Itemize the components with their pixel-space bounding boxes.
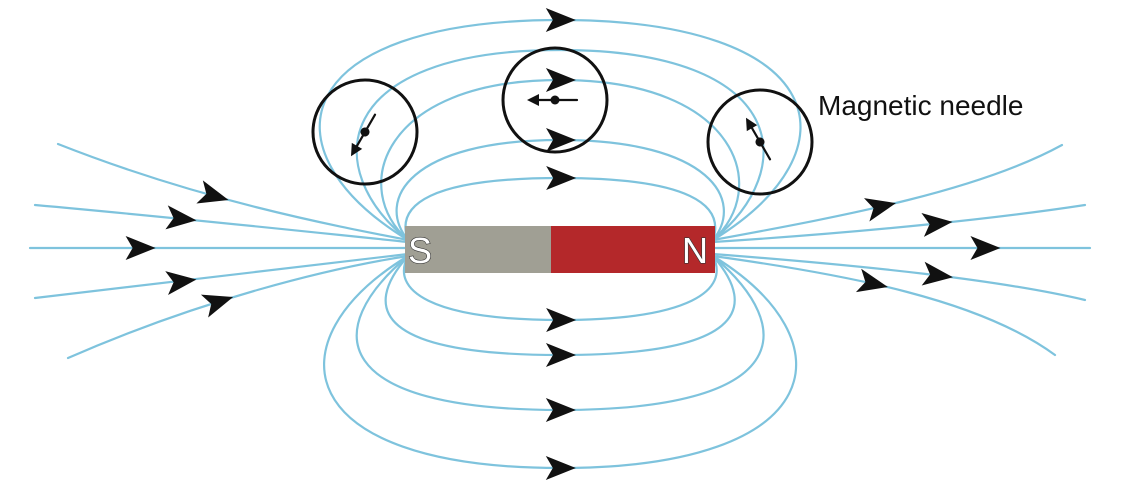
field-line-top-3	[380, 78, 741, 242]
field-lines	[28, 18, 1092, 470]
needle-circle-middle	[501, 46, 609, 154]
compass-needles	[311, 46, 814, 196]
bar-magnet: S N	[405, 226, 715, 273]
field-line-left-1	[56, 142, 410, 242]
field-arrow-icon	[546, 127, 577, 152]
north-pole-label: N	[682, 230, 708, 271]
field-line-left-2	[33, 203, 410, 244]
north-pole	[551, 226, 715, 273]
field-line-right-2	[711, 203, 1087, 244]
magnetic-needle-right	[706, 88, 814, 196]
magnetic-needle-label: Magnetic needle	[818, 90, 1023, 121]
field-arrow-icon	[165, 205, 197, 230]
needle-arrow-icon	[527, 94, 539, 106]
field-line-left-4	[33, 252, 410, 300]
field-arrow-icon	[921, 213, 953, 237]
magnetic-needle-left	[311, 78, 419, 186]
field-line-bottom-4	[323, 254, 798, 470]
field-arrows	[125, 8, 1001, 481]
field-arrow-icon	[855, 268, 888, 293]
field-arrow-icon	[970, 236, 1001, 260]
field-arrow-icon	[545, 68, 576, 93]
field-arrow-icon	[921, 261, 953, 286]
field-arrow-icon	[545, 397, 576, 422]
field-arrow-icon	[545, 342, 576, 367]
south-pole	[405, 226, 551, 273]
field-arrow-icon	[546, 308, 577, 333]
field-arrow-icon	[546, 165, 577, 190]
field-line-left-5	[66, 254, 410, 360]
needle-arrow-icon	[351, 142, 363, 157]
magnetic-needle-middle	[501, 46, 609, 154]
field-arrow-icon	[125, 236, 156, 260]
needle-circle-left	[311, 78, 419, 186]
field-arrow-icon	[165, 271, 197, 295]
field-arrow-icon	[545, 8, 576, 33]
field-line-top-2	[355, 48, 765, 242]
field-line-right-4	[711, 252, 1087, 302]
needle-circle-right	[706, 88, 814, 196]
field-line-bottom-3	[355, 254, 765, 412]
field-line-right-1	[711, 143, 1064, 242]
field-line-right-5	[711, 254, 1057, 357]
field-arrow-icon	[200, 294, 234, 318]
south-pole-label: S	[408, 230, 432, 271]
field-arrow-icon	[863, 198, 896, 222]
field-line-top-1	[318, 18, 802, 242]
field-arrow-icon	[196, 180, 229, 204]
needle-arrow-icon	[746, 117, 758, 132]
field-arrow-icon	[545, 456, 576, 481]
